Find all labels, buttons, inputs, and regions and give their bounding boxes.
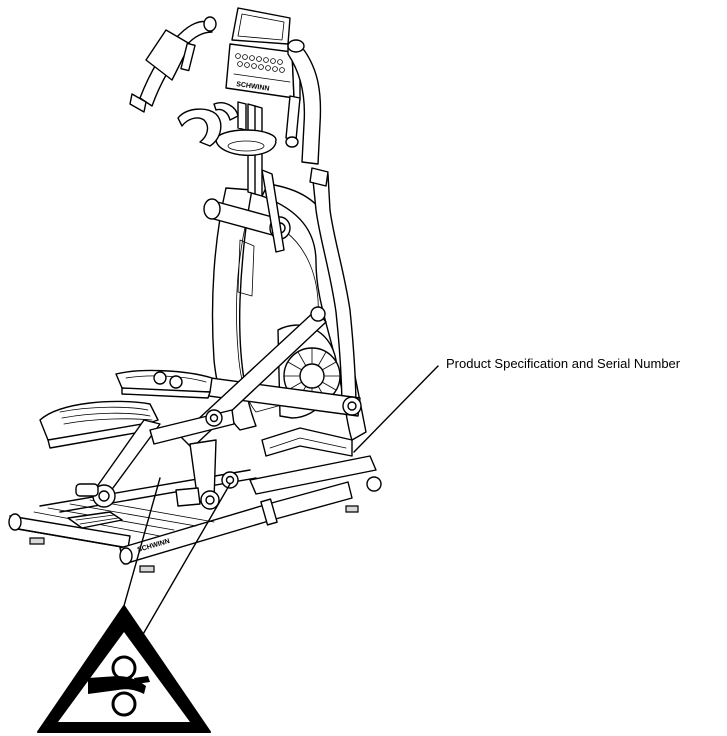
serial-number-callout-label: Product Specification and Serial Number xyxy=(446,356,680,372)
pinch-point-warning-icon xyxy=(38,606,210,732)
console-assembly: SCHWINN xyxy=(216,8,300,196)
